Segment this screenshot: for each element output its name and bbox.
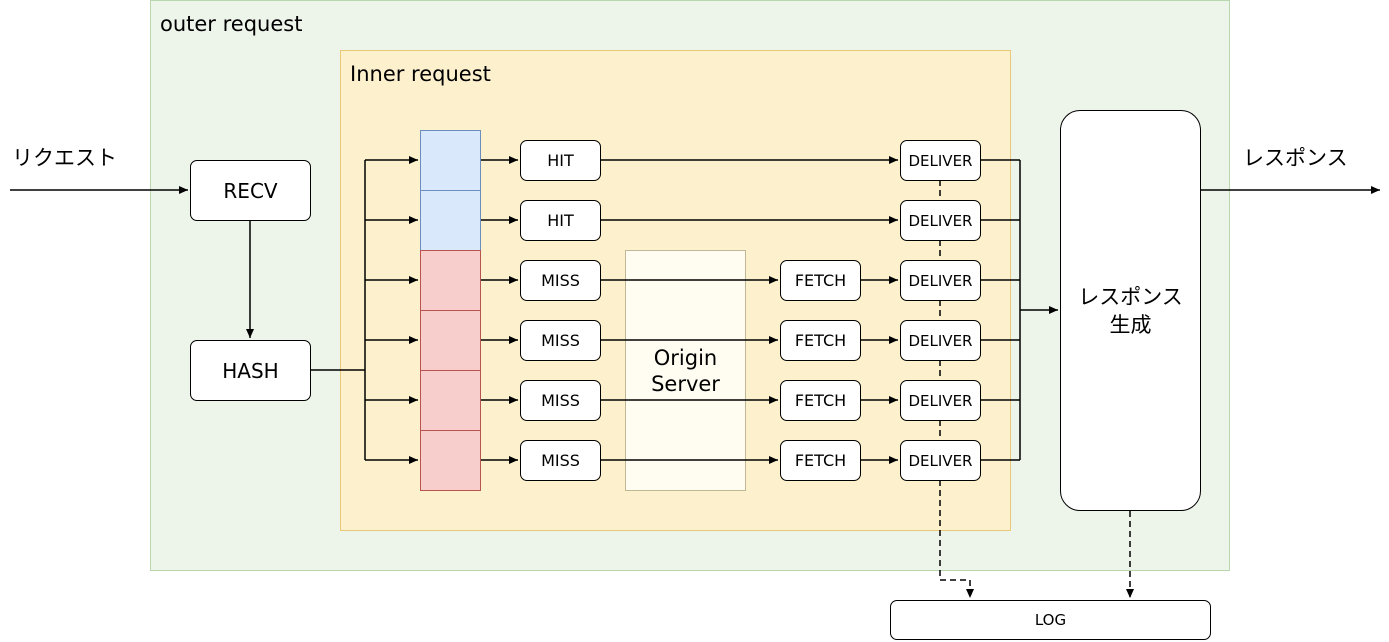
cache-cell-miss-4 — [420, 430, 481, 491]
inner-request-label: Inner request — [350, 62, 491, 86]
deliver-node-1: DELIVER — [900, 140, 981, 181]
miss-node-4: MISS — [520, 440, 601, 481]
deliver-node-6: DELIVER — [900, 440, 981, 481]
response-generation-line1: レスポンス — [1078, 284, 1183, 309]
deliver-node-3: DELIVER — [900, 260, 981, 301]
fetch-node-1: FETCH — [780, 260, 861, 301]
miss-node-3: MISS — [520, 380, 601, 421]
recv-node: RECV — [190, 160, 311, 221]
fetch-node-3: FETCH — [780, 380, 861, 421]
response-generation-node: レスポンス 生成 — [1060, 110, 1201, 511]
outer-request-label: outer request — [160, 12, 303, 36]
cache-cell-miss-3 — [420, 370, 481, 431]
origin-server: Origin Server — [625, 250, 746, 491]
fetch-node-4: FETCH — [780, 440, 861, 481]
origin-server-line2: Server — [651, 371, 720, 396]
hash-node: HASH — [190, 340, 311, 401]
origin-server-line1: Origin — [653, 345, 718, 370]
miss-node-2: MISS — [520, 320, 601, 361]
cache-cell-miss-2 — [420, 310, 481, 371]
deliver-node-2: DELIVER — [900, 200, 981, 241]
cache-cell-hit-2 — [420, 190, 481, 251]
response-generation-line2: 生成 — [1109, 312, 1152, 337]
log-node: LOG — [890, 600, 1211, 640]
response-output-label: レスポンス — [1243, 146, 1348, 170]
deliver-node-5: DELIVER — [900, 380, 981, 421]
cache-cell-miss-1 — [420, 250, 481, 311]
hit-node-2: HIT — [520, 200, 601, 241]
fetch-node-2: FETCH — [780, 320, 861, 361]
miss-node-1: MISS — [520, 260, 601, 301]
hit-node-1: HIT — [520, 140, 601, 181]
deliver-node-4: DELIVER — [900, 320, 981, 361]
request-input-label: リクエスト — [12, 146, 117, 170]
